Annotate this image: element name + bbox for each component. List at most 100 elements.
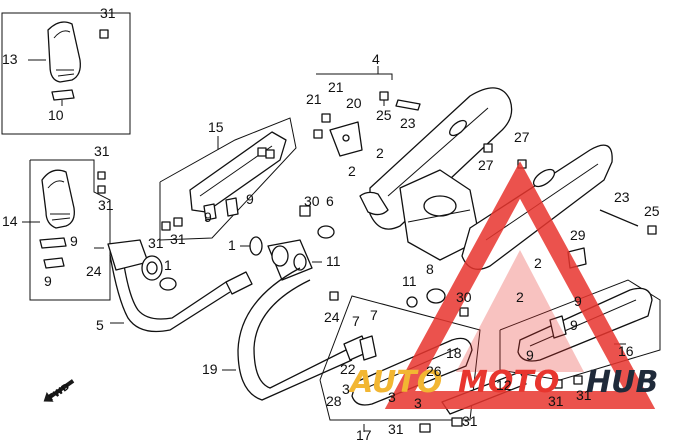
heat-guard-16: [517, 287, 653, 362]
label-2: 2: [376, 145, 384, 161]
bolt-31-top-head: [99, 29, 109, 39]
heat-guard-15-outline: [159, 117, 297, 241]
bolt-31-bottom: [419, 423, 431, 433]
gasket-1: [249, 236, 263, 256]
label-19: 19: [202, 361, 218, 377]
watermark-text-left: AUTO: [348, 365, 442, 400]
inset-box-14: [29, 159, 111, 301]
label-11: 11: [326, 253, 341, 269]
label-31: 31: [100, 5, 116, 21]
label-9: 9: [70, 233, 78, 249]
bolt-31-guard-a: [161, 221, 171, 231]
label-26: 26: [426, 363, 442, 379]
label-11: 11: [402, 273, 417, 289]
fwd-label: FWD: [47, 382, 72, 404]
watermark-logo: [384, 161, 656, 409]
label-30: 30: [304, 193, 320, 209]
bolt-30-lower: [459, 307, 469, 317]
label-3: 3: [342, 381, 350, 397]
label-31: 31: [170, 231, 186, 247]
fwd-arrow-icon: [43, 379, 75, 402]
label-9: 9: [574, 293, 582, 309]
bolt-31-right-b: [573, 375, 583, 385]
heat-guard-13: [47, 21, 81, 101]
label-8: 8: [426, 261, 434, 277]
label-7: 7: [370, 307, 378, 323]
label-3: 3: [414, 395, 422, 411]
label-30: 30: [456, 289, 472, 305]
label-10: 10: [48, 107, 64, 123]
bracket-20: [329, 121, 363, 157]
label-9: 9: [526, 347, 534, 363]
label-31: 31: [98, 197, 114, 213]
label-31: 31: [148, 235, 164, 251]
label-23: 23: [614, 189, 630, 205]
clamp-8: [426, 288, 446, 304]
label-31: 31: [576, 387, 592, 403]
label-27: 27: [478, 157, 494, 173]
bolt-23-right: [599, 209, 639, 227]
label-18: 18: [446, 345, 462, 361]
label-9: 9: [246, 191, 254, 207]
label-27: 27: [514, 129, 530, 145]
gasket-10: [159, 277, 177, 291]
heat-guard-14: [39, 169, 75, 269]
bolt-21-b: [321, 113, 331, 123]
label-13: 13: [2, 51, 18, 67]
label-21: 21: [328, 79, 344, 95]
label-21: 21: [306, 91, 322, 107]
label-16: 16: [618, 343, 634, 359]
bolt-21-a: [313, 129, 323, 139]
joint-collar: [267, 239, 313, 281]
bolt-31-mid-b: [97, 185, 106, 194]
bolt-23-top: [395, 99, 421, 111]
nut-27-a: [483, 143, 493, 153]
callout-labels: 31 13 10 4 21 21 20 25 23 15 2 2 27 27 3…: [2, 5, 660, 443]
muffler-body-4: [399, 169, 481, 261]
label-24: 24: [324, 309, 340, 325]
nut-25-top: [379, 91, 389, 101]
bolt-31-mid-a: [97, 171, 106, 180]
washer-11: [406, 296, 418, 308]
label-31: 31: [388, 421, 404, 437]
label-15: 15: [208, 119, 224, 135]
label-25: 25: [644, 203, 660, 219]
label-2: 2: [534, 255, 542, 271]
label-20: 20: [346, 95, 362, 111]
label-9: 9: [570, 317, 578, 333]
label-24: 24: [86, 263, 102, 279]
label-31: 31: [462, 413, 478, 429]
label-2: 2: [516, 289, 524, 305]
label-23: 23: [400, 115, 416, 131]
label-1: 1: [228, 237, 236, 253]
label-29: 29: [570, 227, 586, 243]
clamp-6: [317, 225, 335, 239]
label-9: 9: [44, 273, 52, 289]
exhaust-pipe-5: [107, 239, 253, 333]
label-9: 9: [204, 209, 212, 225]
label-14: 14: [2, 213, 18, 229]
inset-box-13: [1, 12, 131, 135]
label-12: 12: [496, 377, 512, 393]
bolt-31-right-a: [553, 379, 563, 389]
bolt-24-center: [329, 291, 339, 301]
heat-guard-16-outline: [499, 279, 661, 381]
label-1: 1: [164, 257, 172, 273]
label-28: 28: [326, 393, 342, 409]
label-25: 25: [376, 107, 392, 123]
label-2: 2: [348, 163, 356, 179]
watermark-text-mid: MOTO: [458, 365, 559, 400]
label-6: 6: [326, 193, 334, 209]
label-5: 5: [96, 317, 104, 333]
nut-25-right: [647, 225, 657, 235]
bolt-31-bottom-right: [451, 417, 463, 427]
label-7: 7: [352, 313, 360, 329]
bolt-31-guard-b: [173, 217, 183, 227]
label-3: 3: [388, 389, 396, 405]
label-31: 31: [548, 393, 564, 409]
label-4: 4: [372, 51, 380, 67]
heat-guard-17-outline: [319, 295, 481, 421]
watermark-text-right: HUB: [586, 365, 658, 400]
label-22: 22: [340, 361, 356, 377]
